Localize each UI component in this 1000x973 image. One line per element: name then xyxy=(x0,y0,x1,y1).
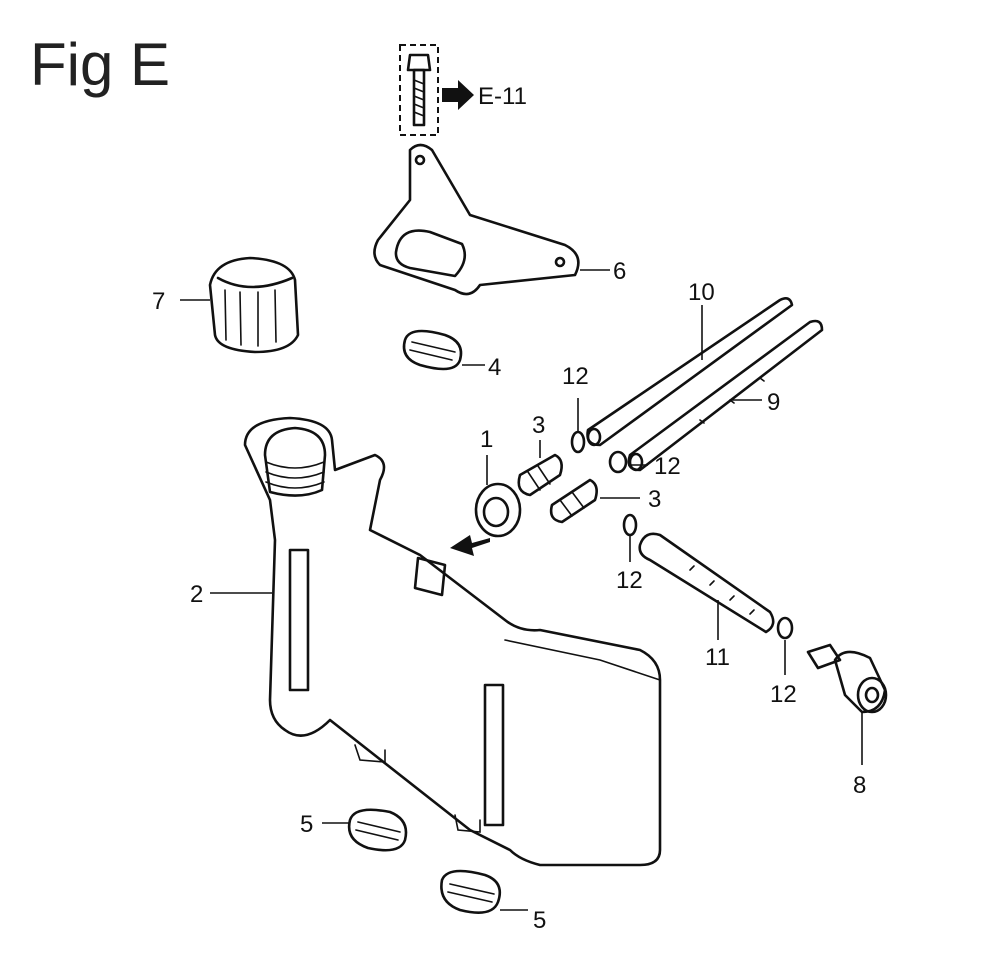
clip xyxy=(608,450,628,474)
pad-outline xyxy=(347,808,408,852)
part-label-2: 2 xyxy=(190,581,203,608)
part-4-grommet: 4 xyxy=(402,329,501,381)
fitting-inner xyxy=(482,496,510,528)
joint-body xyxy=(549,478,598,524)
part-label-11: 11 xyxy=(705,644,730,671)
joint-body xyxy=(517,453,563,497)
part-5-pad-right: 5 xyxy=(440,869,546,934)
filter-face xyxy=(856,676,888,714)
part-label-5-right: 5 xyxy=(533,907,546,934)
tank-front-slot xyxy=(483,683,505,827)
part-label-7: 7 xyxy=(152,288,165,315)
part-1-fitting: 1 xyxy=(450,426,522,556)
joint-ridges xyxy=(527,465,551,491)
part-label-12-d: 12 xyxy=(770,681,797,708)
tank-foot xyxy=(354,744,386,763)
part-3-joint-upper: 3 xyxy=(517,412,563,497)
part-label-10: 10 xyxy=(688,279,715,306)
tank-side-slot xyxy=(288,548,310,692)
filler-neck-threads xyxy=(265,461,325,489)
figure-title: Fig E xyxy=(30,31,170,98)
part-6-bracket: 6 xyxy=(373,143,626,296)
filter-center xyxy=(864,686,880,704)
part-label-12-c: 12 xyxy=(616,567,643,594)
tube-end xyxy=(586,427,602,447)
bolt-reference: E-11 xyxy=(399,44,527,136)
bolt-shank xyxy=(412,68,426,127)
bracket-hole xyxy=(554,256,566,268)
reference-dashed-box xyxy=(399,44,439,136)
direction-arrow-icon xyxy=(450,535,490,556)
cap-top-rim xyxy=(216,276,294,289)
reference-label: E-11 xyxy=(478,83,527,110)
cap-body xyxy=(208,256,300,354)
bracket-outline xyxy=(373,143,580,296)
part-label-5-left: 5 xyxy=(300,811,313,838)
part-2-tank: 2 xyxy=(190,416,662,867)
part-8-filter: 8 xyxy=(806,643,888,799)
tube-outline xyxy=(627,319,824,472)
part-label-3-upper: 3 xyxy=(532,412,545,439)
part-label-12-b: 12 xyxy=(654,453,681,480)
part-label-8: 8 xyxy=(853,772,866,799)
part-3-joint-lower: 3 xyxy=(549,478,661,524)
part-12-clips: 12 12 12 12 xyxy=(562,363,797,708)
part-label-9: 9 xyxy=(767,389,780,416)
reference-arrow-icon xyxy=(442,80,474,110)
clip xyxy=(776,616,794,640)
bracket-inner-cutout xyxy=(394,229,467,278)
tube-end xyxy=(628,452,644,472)
pad-ridges xyxy=(447,883,495,903)
clip xyxy=(570,430,586,454)
bolt-thread xyxy=(413,79,425,117)
tube-outline xyxy=(586,297,794,447)
grommet-ridges xyxy=(409,341,456,361)
clip xyxy=(622,513,638,537)
tank-filler-neck xyxy=(263,426,327,497)
part-9-tube: 9 xyxy=(627,319,824,472)
pad-ridges xyxy=(355,821,401,841)
part-10-tube: 10 xyxy=(586,279,794,447)
tube-markings xyxy=(689,565,755,615)
part-label-3-lower: 3 xyxy=(648,486,661,513)
part-label-1: 1 xyxy=(480,426,493,453)
grommet-outline xyxy=(402,329,463,371)
part-label-12-a: 12 xyxy=(562,363,589,390)
fitting-outer xyxy=(474,482,522,538)
pad-outline xyxy=(440,869,502,914)
tube-outline xyxy=(638,532,775,634)
part-5-pad-left: 5 xyxy=(300,808,408,852)
filter-nozzle xyxy=(806,643,842,670)
bracket-hole xyxy=(414,154,426,166)
tank-tab xyxy=(413,556,447,597)
part-11-tube: 11 xyxy=(638,532,775,671)
part-label-4: 4 xyxy=(488,354,501,381)
joint-ridges xyxy=(559,491,585,517)
tank-foot xyxy=(454,814,481,833)
bolt-head xyxy=(406,53,432,72)
tank-outline xyxy=(243,416,662,867)
cap-ridges xyxy=(224,289,277,347)
part-label-6: 6 xyxy=(613,258,626,285)
tank-top-edge xyxy=(504,639,661,681)
part-7-cap: 7 xyxy=(152,256,300,354)
